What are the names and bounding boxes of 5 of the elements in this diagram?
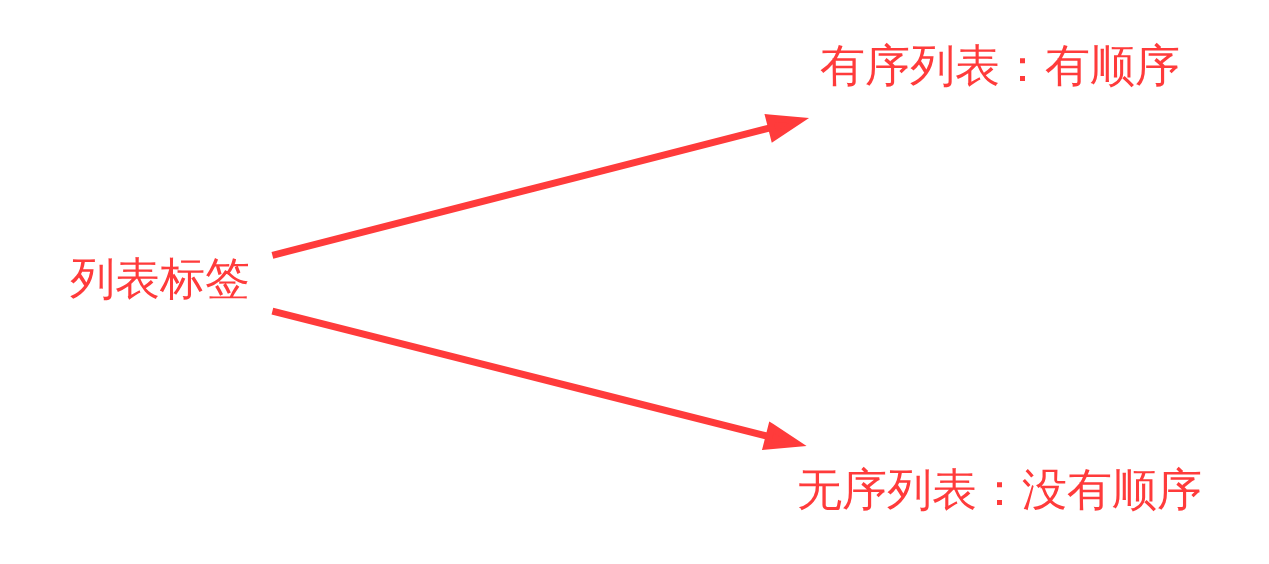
node-text: 列表标签 (69, 252, 250, 306)
node-text: 无序列表：没有顺序 (797, 462, 1203, 516)
arrow (271, 114, 810, 259)
node-text: 有序列表：有顺序 (819, 38, 1180, 92)
arrow (271, 307, 807, 451)
